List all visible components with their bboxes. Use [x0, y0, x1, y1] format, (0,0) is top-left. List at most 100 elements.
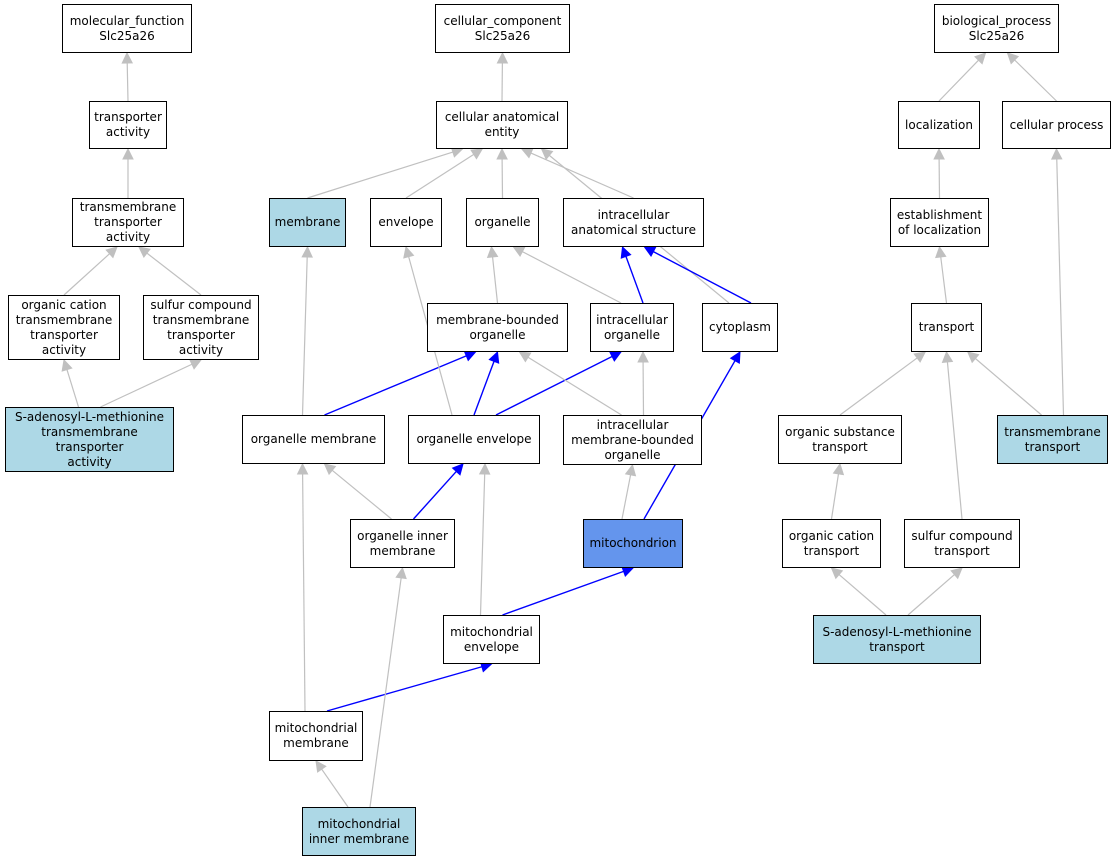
edge-arrowhead: [935, 245, 947, 259]
edge-sulfur_compound_transport-to-transport: [946, 361, 963, 520]
edge-arrowhead: [966, 351, 980, 364]
node-cellular-component-root[interactable]: cellular_component Slc25a26: [435, 4, 570, 53]
edge-arrowhead: [729, 351, 741, 364]
node-organelle-membrane[interactable]: organelle membrane: [242, 415, 385, 464]
edge-sulfur_compound_tta-to-transmembrane_transporter_activity: [146, 252, 202, 296]
edge-membrane_bounded_organelle-to-organelle: [491, 256, 499, 304]
node-membrane[interactable]: membrane: [269, 198, 346, 247]
edge-mitochondrial_inner_membrane-to-organelle_inner_membrane: [369, 577, 402, 808]
edge-mitochondrion-to-intracellular_mbo: [621, 474, 632, 520]
node-sam-tta[interactable]: S-adenosyl-L-methionine transmembrane tr…: [5, 407, 174, 472]
edge-arrowhead: [451, 463, 464, 476]
edge-transporter_activity-to-molecular_function_root: [126, 62, 129, 102]
node-cellular-anatomical-entity[interactable]: cellular anatomical entity: [436, 101, 568, 149]
node-sulfur-compound-tta[interactable]: sulfur compound transmembrane transporte…: [143, 295, 259, 360]
edge-transport-to-establishment_of_localization: [940, 256, 948, 304]
node-organic-cation-tta[interactable]: organic cation transmembrane transporter…: [8, 295, 120, 360]
node-localization[interactable]: localization: [898, 101, 980, 149]
node-transport[interactable]: transport: [911, 303, 982, 352]
edge-mitochondrial_envelope-to-organelle_envelope: [479, 473, 486, 616]
node-transmembrane-transport[interactable]: transmembrane transport: [997, 415, 1108, 464]
edge-mitochondrial_envelope-to-mitochondrion: [502, 570, 624, 616]
edge-organelle_inner_membrane-to-organelle_envelope: [412, 470, 457, 520]
edge-arrowhead: [323, 463, 337, 476]
edge-arrowhead: [933, 147, 945, 160]
edge-organic_cation_tta-to-transmembrane_transporter_activity: [63, 253, 110, 296]
edge-envelope-to-cellular_anatomical_entity: [405, 153, 475, 199]
edge-arrowhead: [496, 147, 508, 160]
edge-arrowhead: [518, 351, 532, 363]
edge-arrowhead: [1050, 147, 1063, 160]
edge-intracellular_organelle-to-organelle: [522, 251, 622, 304]
edge-mitochondrial_membrane-to-mitochondrial_envelope: [326, 666, 483, 712]
node-intracellular-organelle[interactable]: intracellular organelle: [590, 303, 674, 352]
node-intracellular-anatomical-structure[interactable]: intracellular anatomical structure: [563, 198, 704, 247]
node-intracellular-mbo[interactable]: intracellular membrane-bounded organelle: [563, 415, 702, 465]
edge-arrowhead: [830, 567, 844, 580]
node-sulfur-compound-transport[interactable]: sulfur compound transport: [904, 519, 1020, 568]
edge-arrowhead: [486, 245, 499, 259]
node-organic-cation-transport[interactable]: organic cation transport: [782, 519, 881, 568]
node-organic-substance-transport[interactable]: organic substance transport: [778, 415, 902, 464]
edge-organelle_envelope-to-intracellular_organelle: [495, 355, 613, 416]
edge-arrowhead: [621, 566, 635, 578]
edge-arrowhead: [122, 147, 134, 160]
node-envelope[interactable]: envelope: [370, 198, 442, 247]
edge-arrowhead: [520, 147, 534, 159]
node-sam-transport[interactable]: S-adenosyl-L-methionine transport: [813, 615, 981, 664]
node-transporter-activity[interactable]: transporter activity: [89, 101, 167, 149]
edge-arrowhead: [974, 52, 987, 65]
node-transmembrane-transporter-activity[interactable]: transmembrane transporter activity: [72, 198, 184, 247]
edge-arrowhead: [105, 246, 118, 259]
edge-arrowhead: [1006, 52, 1020, 65]
edge-mitochondrial_inner_membrane-to-mitochondrial_membrane: [321, 768, 349, 808]
node-organelle[interactable]: organelle: [466, 198, 539, 247]
node-mitochondrial-inner-membrane[interactable]: mitochondrial inner membrane: [302, 807, 416, 856]
edge-arrowhead: [609, 351, 622, 362]
node-cellular-process[interactable]: cellular process: [1002, 101, 1111, 149]
node-organelle-inner-membrane[interactable]: organelle inner membrane: [350, 519, 455, 568]
edge-arrowhead: [61, 358, 73, 372]
edge-arrowhead: [624, 463, 637, 477]
edge-arrowhead: [189, 359, 203, 370]
edge-arrowhead: [950, 567, 963, 580]
edge-transmembrane_transport-to-transport: [975, 358, 1042, 416]
edge-organelle_membrane-to-membrane: [301, 256, 308, 416]
node-cytoplasm[interactable]: cytoplasm: [702, 303, 778, 352]
edge-arrowhead: [296, 462, 309, 475]
edge-arrowhead: [470, 148, 484, 160]
edge-arrowhead: [138, 246, 151, 259]
edge-intracellular_mbo-to-membrane_bounded_organelle: [527, 356, 622, 416]
edge-arrowhead: [488, 350, 500, 364]
edge-organelle_inner_membrane-to-organelle_membrane: [331, 469, 392, 520]
edge-arrowhead: [496, 51, 509, 64]
edge-sam_tta-to-organic_cation_tta: [66, 369, 80, 408]
node-membrane-bounded-organelle[interactable]: membrane-bounded organelle: [427, 303, 568, 352]
edge-sam_tta-to-sulfur_compound_tta: [100, 363, 193, 408]
edge-membrane-to-cellular_anatomical_entity: [307, 151, 454, 199]
edge-organic_substance_transport-to-transport: [839, 357, 918, 416]
edge-arrowhead: [301, 245, 313, 258]
edge-localization-to-biological_process_root: [938, 59, 979, 102]
edge-arrowhead: [832, 462, 845, 476]
node-mitochondrial-envelope[interactable]: mitochondrial envelope: [443, 615, 540, 664]
edge-arrowhead: [620, 245, 632, 259]
node-mitochondrial-membrane[interactable]: mitochondrial membrane: [269, 711, 363, 761]
node-molecular-function-root[interactable]: molecular_function Slc25a26: [62, 4, 192, 53]
node-biological-process-root[interactable]: biological_process Slc25a26: [934, 4, 1059, 53]
node-mitochondrion[interactable]: mitochondrion: [583, 519, 683, 568]
node-establishment-of-localization[interactable]: establishment of localization: [890, 198, 989, 247]
edge-organelle_membrane-to-membrane_bounded_organelle: [324, 355, 467, 416]
node-organelle-envelope[interactable]: organelle envelope: [408, 415, 540, 464]
edge-intracellular_organelle-to-intracellular_anatomical_structure: [625, 256, 644, 304]
edge-transmembrane_transport-to-cellular_process: [1056, 158, 1065, 416]
edge-sam_transport-to-organic_cation_transport: [838, 574, 887, 616]
edge-organic_cation_transport-to-organic_substance_transport: [830, 473, 840, 520]
edge-arrowhead: [395, 566, 407, 580]
edge-arrowhead: [315, 760, 327, 773]
edge-arrowhead: [478, 462, 491, 475]
edge-arrowhead: [512, 246, 526, 258]
edge-arrowhead: [463, 350, 477, 362]
